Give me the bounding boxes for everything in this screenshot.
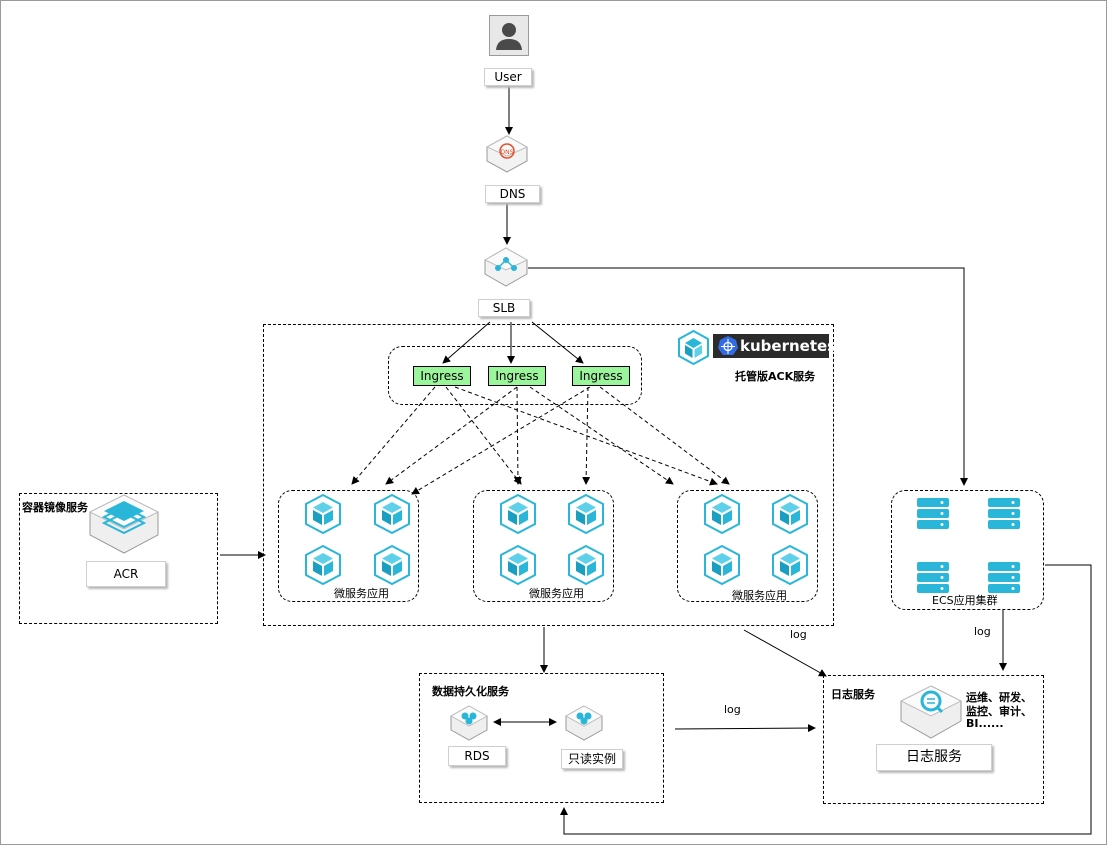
persist-boundary — [419, 673, 664, 803]
microservice-group-2-label: 微服务应用 — [529, 587, 584, 600]
container-pod-icon — [567, 493, 605, 535]
container-pod-icon — [771, 544, 809, 586]
ingress-3: Ingress — [572, 366, 630, 386]
log-edge-label-persist: log — [724, 703, 741, 716]
kubernetes-wordmark: kubernetes — [740, 337, 837, 355]
acr-title: 容器镜像服务 — [22, 501, 88, 514]
container-pod-icon — [703, 544, 741, 586]
container-pod-icon — [499, 493, 537, 535]
container-pod-icon — [771, 493, 809, 535]
slb-label: SLB — [478, 299, 530, 317]
ingress-1: Ingress — [413, 366, 471, 386]
log-use-line-3: BI...... — [966, 717, 1004, 730]
ingress-2: Ingress — [488, 366, 546, 386]
rds-label: RDS — [448, 746, 506, 766]
readonly-database-icon — [564, 704, 604, 742]
ecs-label: ECS应用集群 — [932, 594, 998, 607]
acr-boundary — [19, 493, 218, 624]
ecs-server-icon — [987, 497, 1021, 531]
ingress-group — [388, 346, 642, 405]
ack-title: 托管版ACK服务 — [735, 370, 816, 383]
edge-slb-ingress1 — [442, 321, 491, 364]
edge-ack-log — [743, 629, 827, 677]
edge-persist-log — [674, 724, 816, 733]
microservice-group-3-label: 微服务应用 — [732, 589, 787, 602]
container-pod-icon — [373, 544, 411, 586]
log-edge-label-ack: log — [790, 628, 807, 641]
ecs-server-icon — [987, 561, 1021, 595]
microservice-group-3 — [677, 490, 818, 602]
log-use-line-2: 监控、审计、 — [966, 705, 1032, 718]
edge-slb-ecs — [528, 267, 968, 486]
svg-text:DNS: DNS — [501, 149, 514, 156]
user-avatar-icon — [489, 15, 529, 56]
persist-title: 数据持久化服务 — [432, 685, 509, 698]
log-service-label: 日志服务 — [876, 744, 992, 771]
log-service-icon — [898, 683, 964, 741]
container-pod-icon — [703, 493, 741, 535]
microservice-group-1 — [278, 490, 419, 602]
log-edge-label-ecs: log — [974, 625, 991, 638]
ecs-server-icon — [916, 497, 950, 531]
microservice-group-1-label: 微服务应用 — [334, 587, 389, 600]
log-title: 日志服务 — [831, 688, 875, 701]
slb-icon — [483, 246, 529, 288]
dns-icon: DNS — [485, 134, 529, 174]
edge-slb-ingress3 — [531, 321, 584, 364]
container-pod-icon — [304, 493, 342, 535]
ack-cluster-boundary — [263, 324, 834, 626]
edge-ecs-persist — [560, 564, 1092, 835]
log-boundary — [823, 675, 1044, 804]
ecs-server-icon — [916, 561, 950, 595]
ack-cube-icon — [677, 329, 710, 366]
acr-registry-icon — [86, 491, 162, 557]
container-pod-icon — [304, 544, 342, 586]
acr-label: ACR — [86, 561, 166, 587]
kubernetes-logo: kubernetes — [713, 334, 836, 358]
readonly-label: 只读实例 — [561, 749, 623, 769]
microservice-group-2 — [473, 490, 614, 602]
user-label: User — [484, 68, 532, 86]
container-pod-icon — [567, 544, 605, 586]
container-pod-icon — [373, 493, 411, 535]
rds-database-icon — [449, 704, 489, 742]
container-pod-icon — [499, 544, 537, 586]
log-use-line-1: 运维、研发、 — [966, 691, 1032, 704]
ecs-cluster-group — [891, 490, 1044, 610]
dns-label: DNS — [485, 185, 540, 203]
